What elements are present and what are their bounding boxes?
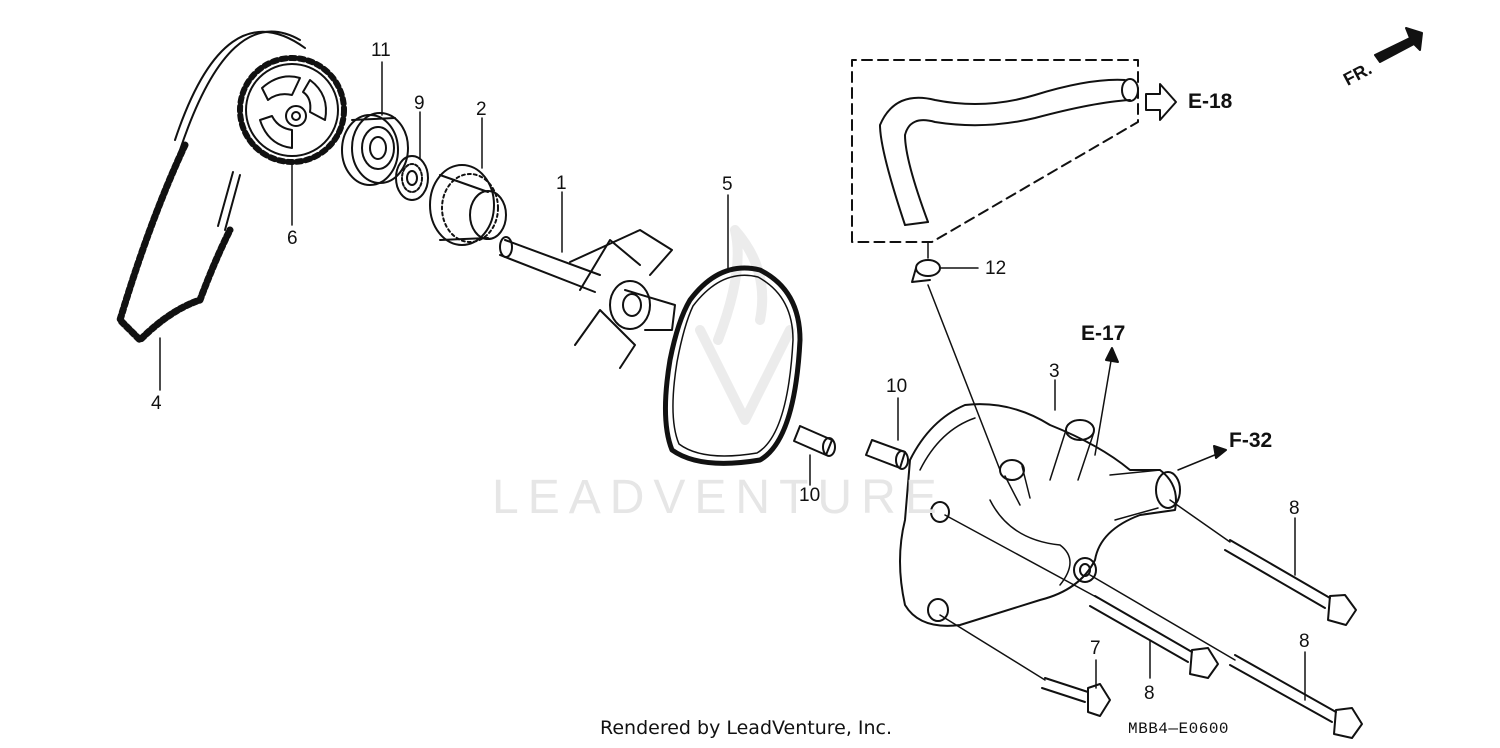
impeller-shaft <box>499 229 676 369</box>
bolt-7 <box>1041 677 1111 717</box>
callout-8-upper: 8 <box>1289 498 1300 519</box>
dowel-pin-right <box>865 439 909 470</box>
callout-10-upper: 10 <box>886 376 908 397</box>
callout-12: 12 <box>985 258 1007 279</box>
o-ring-inner <box>672 274 794 457</box>
drawing-code: MBB4—E0600 <box>1128 720 1230 738</box>
bolt-8-middle <box>1089 595 1219 679</box>
callout-10-lower: 10 <box>799 485 821 506</box>
bolt-8-upper <box>1224 539 1357 626</box>
bolt-8-lower <box>1229 654 1363 739</box>
water-pump-cover <box>899 403 1181 627</box>
hose-clamp <box>911 241 979 283</box>
cam-chain <box>116 30 306 344</box>
dowel-pin-left <box>793 425 836 457</box>
e17-arrowhead <box>1105 347 1119 363</box>
watermark-text: LEADVENTURE <box>492 471 946 524</box>
callout-11: 11 <box>371 40 391 61</box>
callout-6: 6 <box>287 228 298 249</box>
oil-seal <box>395 155 429 201</box>
callout-3: 3 <box>1049 361 1060 382</box>
callout-9: 9 <box>414 93 425 114</box>
callout-1: 1 <box>556 173 567 194</box>
mechanical-seal <box>429 164 507 246</box>
water-hose <box>851 59 1139 243</box>
fr-arrow <box>1374 27 1423 63</box>
callout-5: 5 <box>722 174 733 195</box>
leader-lines <box>159 61 1306 701</box>
f32-arrowhead <box>1213 445 1227 459</box>
ref-e18: E-18 <box>1188 90 1233 113</box>
callout-2: 2 <box>476 99 487 120</box>
cam-sprocket <box>237 55 347 165</box>
rendered-by-text: Rendered by LeadVenture, Inc. <box>600 717 893 739</box>
bearing <box>341 112 409 186</box>
ref-e17: E-17 <box>1081 322 1126 345</box>
callout-8-lower: 8 <box>1299 631 1310 652</box>
callout-8-middle: 8 <box>1144 683 1155 704</box>
ref-f32: F-32 <box>1229 429 1273 452</box>
callout-4: 4 <box>151 393 162 414</box>
watermark-logo <box>695 225 795 425</box>
e18-arrow <box>1145 83 1177 121</box>
o-ring <box>663 265 803 466</box>
callout-7: 7 <box>1090 638 1101 659</box>
